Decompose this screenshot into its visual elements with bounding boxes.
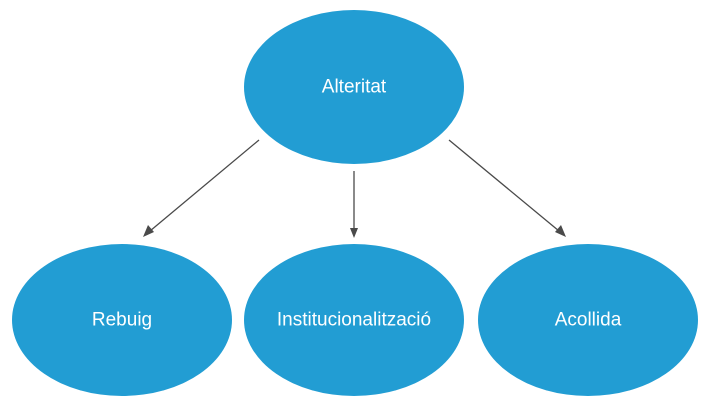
- arrowhead-right: [555, 225, 566, 237]
- arrowhead-left: [143, 225, 154, 237]
- node-left-label: Rebuig: [92, 310, 152, 331]
- edge-root-to-middle: [350, 171, 358, 238]
- node-root-label: Alteritat: [322, 77, 387, 98]
- node-right-label: Acollida: [555, 310, 622, 331]
- node-root: Alteritat: [244, 10, 464, 164]
- edge-root-to-right: [448, 139, 566, 237]
- node-left: Rebuig: [12, 244, 232, 396]
- node-middle: Institucionalització: [244, 244, 464, 396]
- edge-root-to-left: [143, 139, 260, 237]
- node-middle-label: Institucionalització: [277, 310, 431, 331]
- arrowhead-middle: [350, 228, 358, 238]
- node-right-shape: [478, 244, 698, 396]
- node-root-shape: [244, 10, 464, 164]
- node-left-shape: [12, 244, 232, 396]
- node-middle-shape: [244, 244, 464, 396]
- node-right: Acollida: [478, 244, 698, 396]
